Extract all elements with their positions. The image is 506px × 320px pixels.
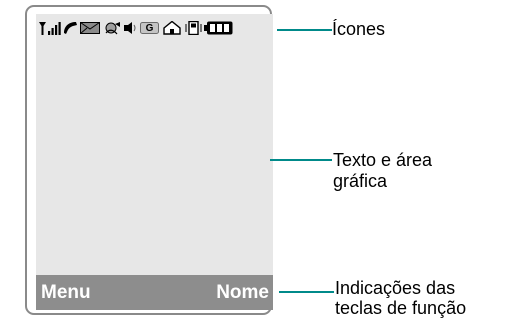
right-softkey-label[interactable]: Nome [216,282,269,303]
softkey-leader-line [279,291,334,293]
gprs-letter: G [145,23,154,34]
gprs-icon [140,22,159,34]
softkey-bar: Menu Nome [36,275,273,310]
status-icon-bar: G [36,14,273,40]
softkey-callout-line2: teclas de função [335,298,467,318]
home-zone-icon [163,21,181,35]
text-area-callout-line1: Texto e área [333,150,433,170]
phone-display-frame: G [25,5,273,315]
message-icon [80,22,100,34]
ringer-icon [124,22,136,34]
signal-strength-icon [39,22,61,35]
vibration-icon [185,21,202,35]
left-softkey-label[interactable]: Menu [41,282,91,303]
text-area-callout-line2: gráfica [333,171,388,191]
voicemail-icon [105,22,120,35]
icons-callout: Ícones [332,19,386,39]
call-icon [64,22,77,34]
battery-icon [204,21,233,35]
icons-leader-line [277,29,332,31]
softkey-callout-line1: Indicações das [335,278,456,298]
phone-screen: G [36,14,273,310]
text-area-leader-line [270,159,332,161]
